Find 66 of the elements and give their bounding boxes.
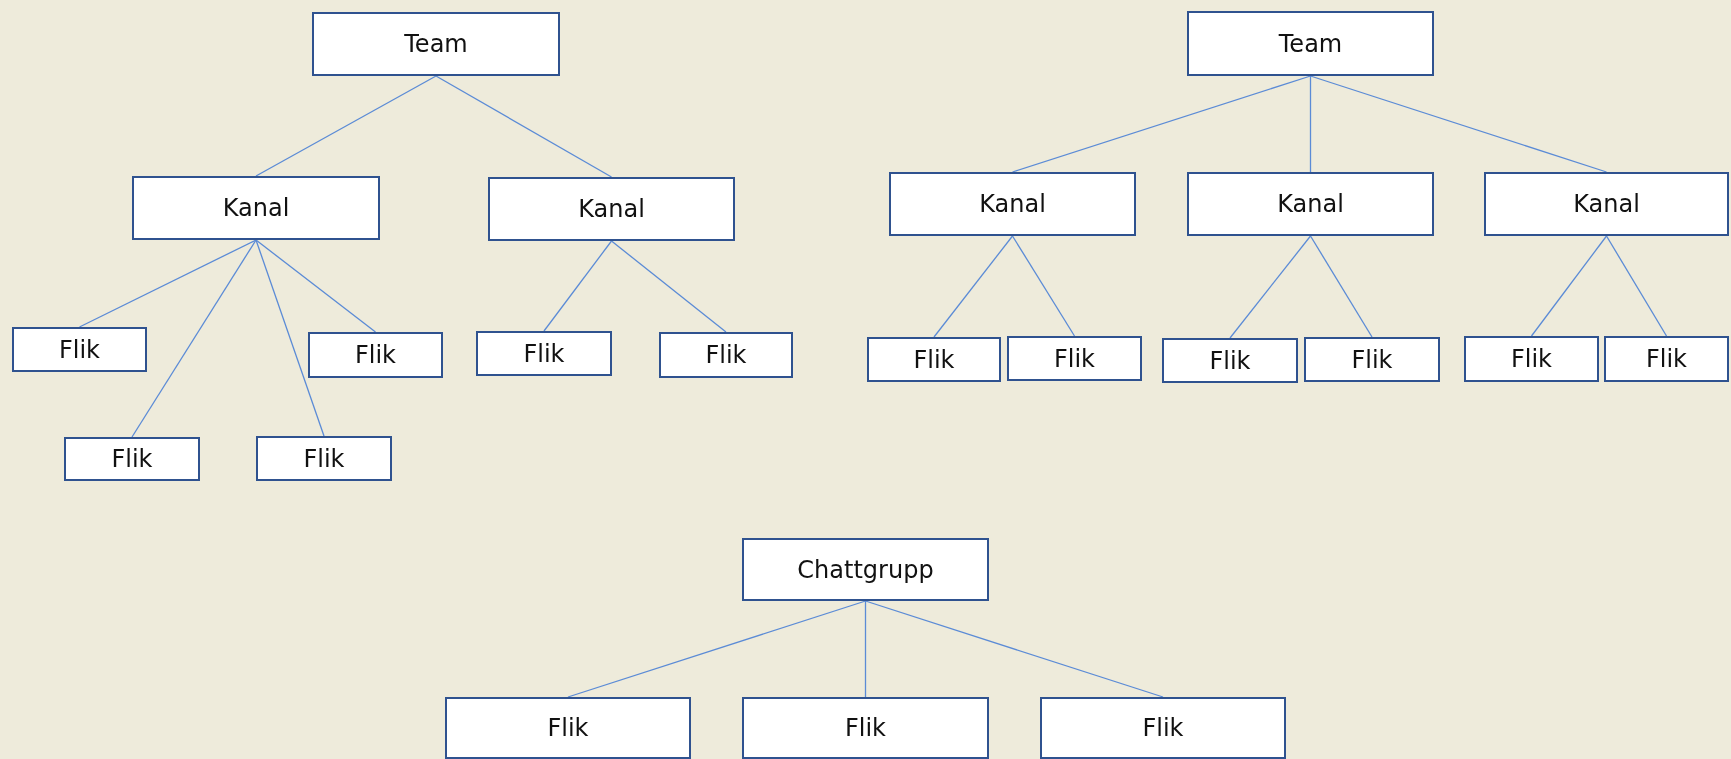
- box-label: Kanal: [578, 195, 645, 223]
- connector-line: [78, 239, 257, 328]
- org-box: [64, 437, 200, 481]
- box-label: Flik: [1142, 714, 1184, 742]
- box-label: Kanal: [1573, 190, 1640, 218]
- org-box: [1304, 337, 1440, 382]
- org-box: [488, 177, 735, 241]
- org-box: [1187, 11, 1434, 76]
- org-box: [867, 337, 1001, 382]
- connector-line: [131, 239, 257, 438]
- box-label: Flik: [58, 335, 100, 364]
- connector-line: [1605, 235, 1668, 337]
- box-label: Flik: [1053, 344, 1095, 373]
- org-box: [1464, 336, 1599, 382]
- connector-line: [864, 600, 1164, 698]
- connector-line: [1229, 235, 1312, 339]
- org-box: [1162, 338, 1298, 383]
- org-box: [476, 331, 612, 376]
- connector-line: [610, 240, 727, 333]
- box-label: Team: [1278, 29, 1343, 58]
- connector-line: [255, 239, 377, 333]
- box-label: Flik: [1351, 345, 1393, 374]
- box-label: Kanal: [1277, 190, 1344, 218]
- connector-line: [864, 600, 867, 698]
- connector-line: [255, 239, 325, 437]
- box-label: Flik: [1209, 346, 1251, 375]
- org-box: [889, 172, 1136, 236]
- box-label: Flik: [111, 445, 153, 473]
- box-label: Kanal: [222, 194, 290, 222]
- org-box: [256, 436, 392, 481]
- org-box: [1187, 172, 1434, 236]
- connector-line: [1309, 235, 1373, 338]
- box-label: Flik: [705, 341, 747, 369]
- connector-line: [255, 75, 437, 177]
- box-label: Flik: [844, 714, 886, 742]
- org-box: [1484, 172, 1729, 236]
- box-label: Flik: [303, 444, 345, 473]
- org-box: [132, 176, 380, 240]
- box-label: Flik: [1510, 345, 1552, 373]
- org-box: [742, 697, 989, 759]
- org-box: [312, 12, 560, 76]
- connector-line: [435, 75, 613, 178]
- org-box: [659, 332, 793, 378]
- connector-line: [543, 240, 613, 332]
- org-box: [1007, 336, 1142, 381]
- box-label: Flik: [1645, 345, 1687, 373]
- box-label: Flik: [354, 341, 396, 369]
- box-label: Kanal: [979, 190, 1046, 218]
- box-label: Flik: [523, 339, 565, 368]
- box-label: Flik: [913, 345, 955, 374]
- org-box: [308, 332, 443, 378]
- org-box: [1040, 697, 1286, 759]
- org-box: [742, 538, 989, 601]
- connector-line: [1309, 75, 1312, 173]
- connector-line: [1011, 235, 1076, 337]
- org-box: [1604, 336, 1729, 382]
- box-label: Chattgrupp: [797, 555, 934, 584]
- box-label: Flik: [547, 714, 589, 742]
- box-label: Team: [404, 30, 468, 58]
- connector-line: [933, 235, 1014, 338]
- connector-line: [567, 600, 867, 698]
- org-box: [445, 697, 691, 759]
- connector-line: [1530, 235, 1608, 337]
- connector-line: [1011, 75, 1312, 173]
- connector-line: [1309, 75, 1608, 173]
- org-box: [12, 327, 147, 372]
